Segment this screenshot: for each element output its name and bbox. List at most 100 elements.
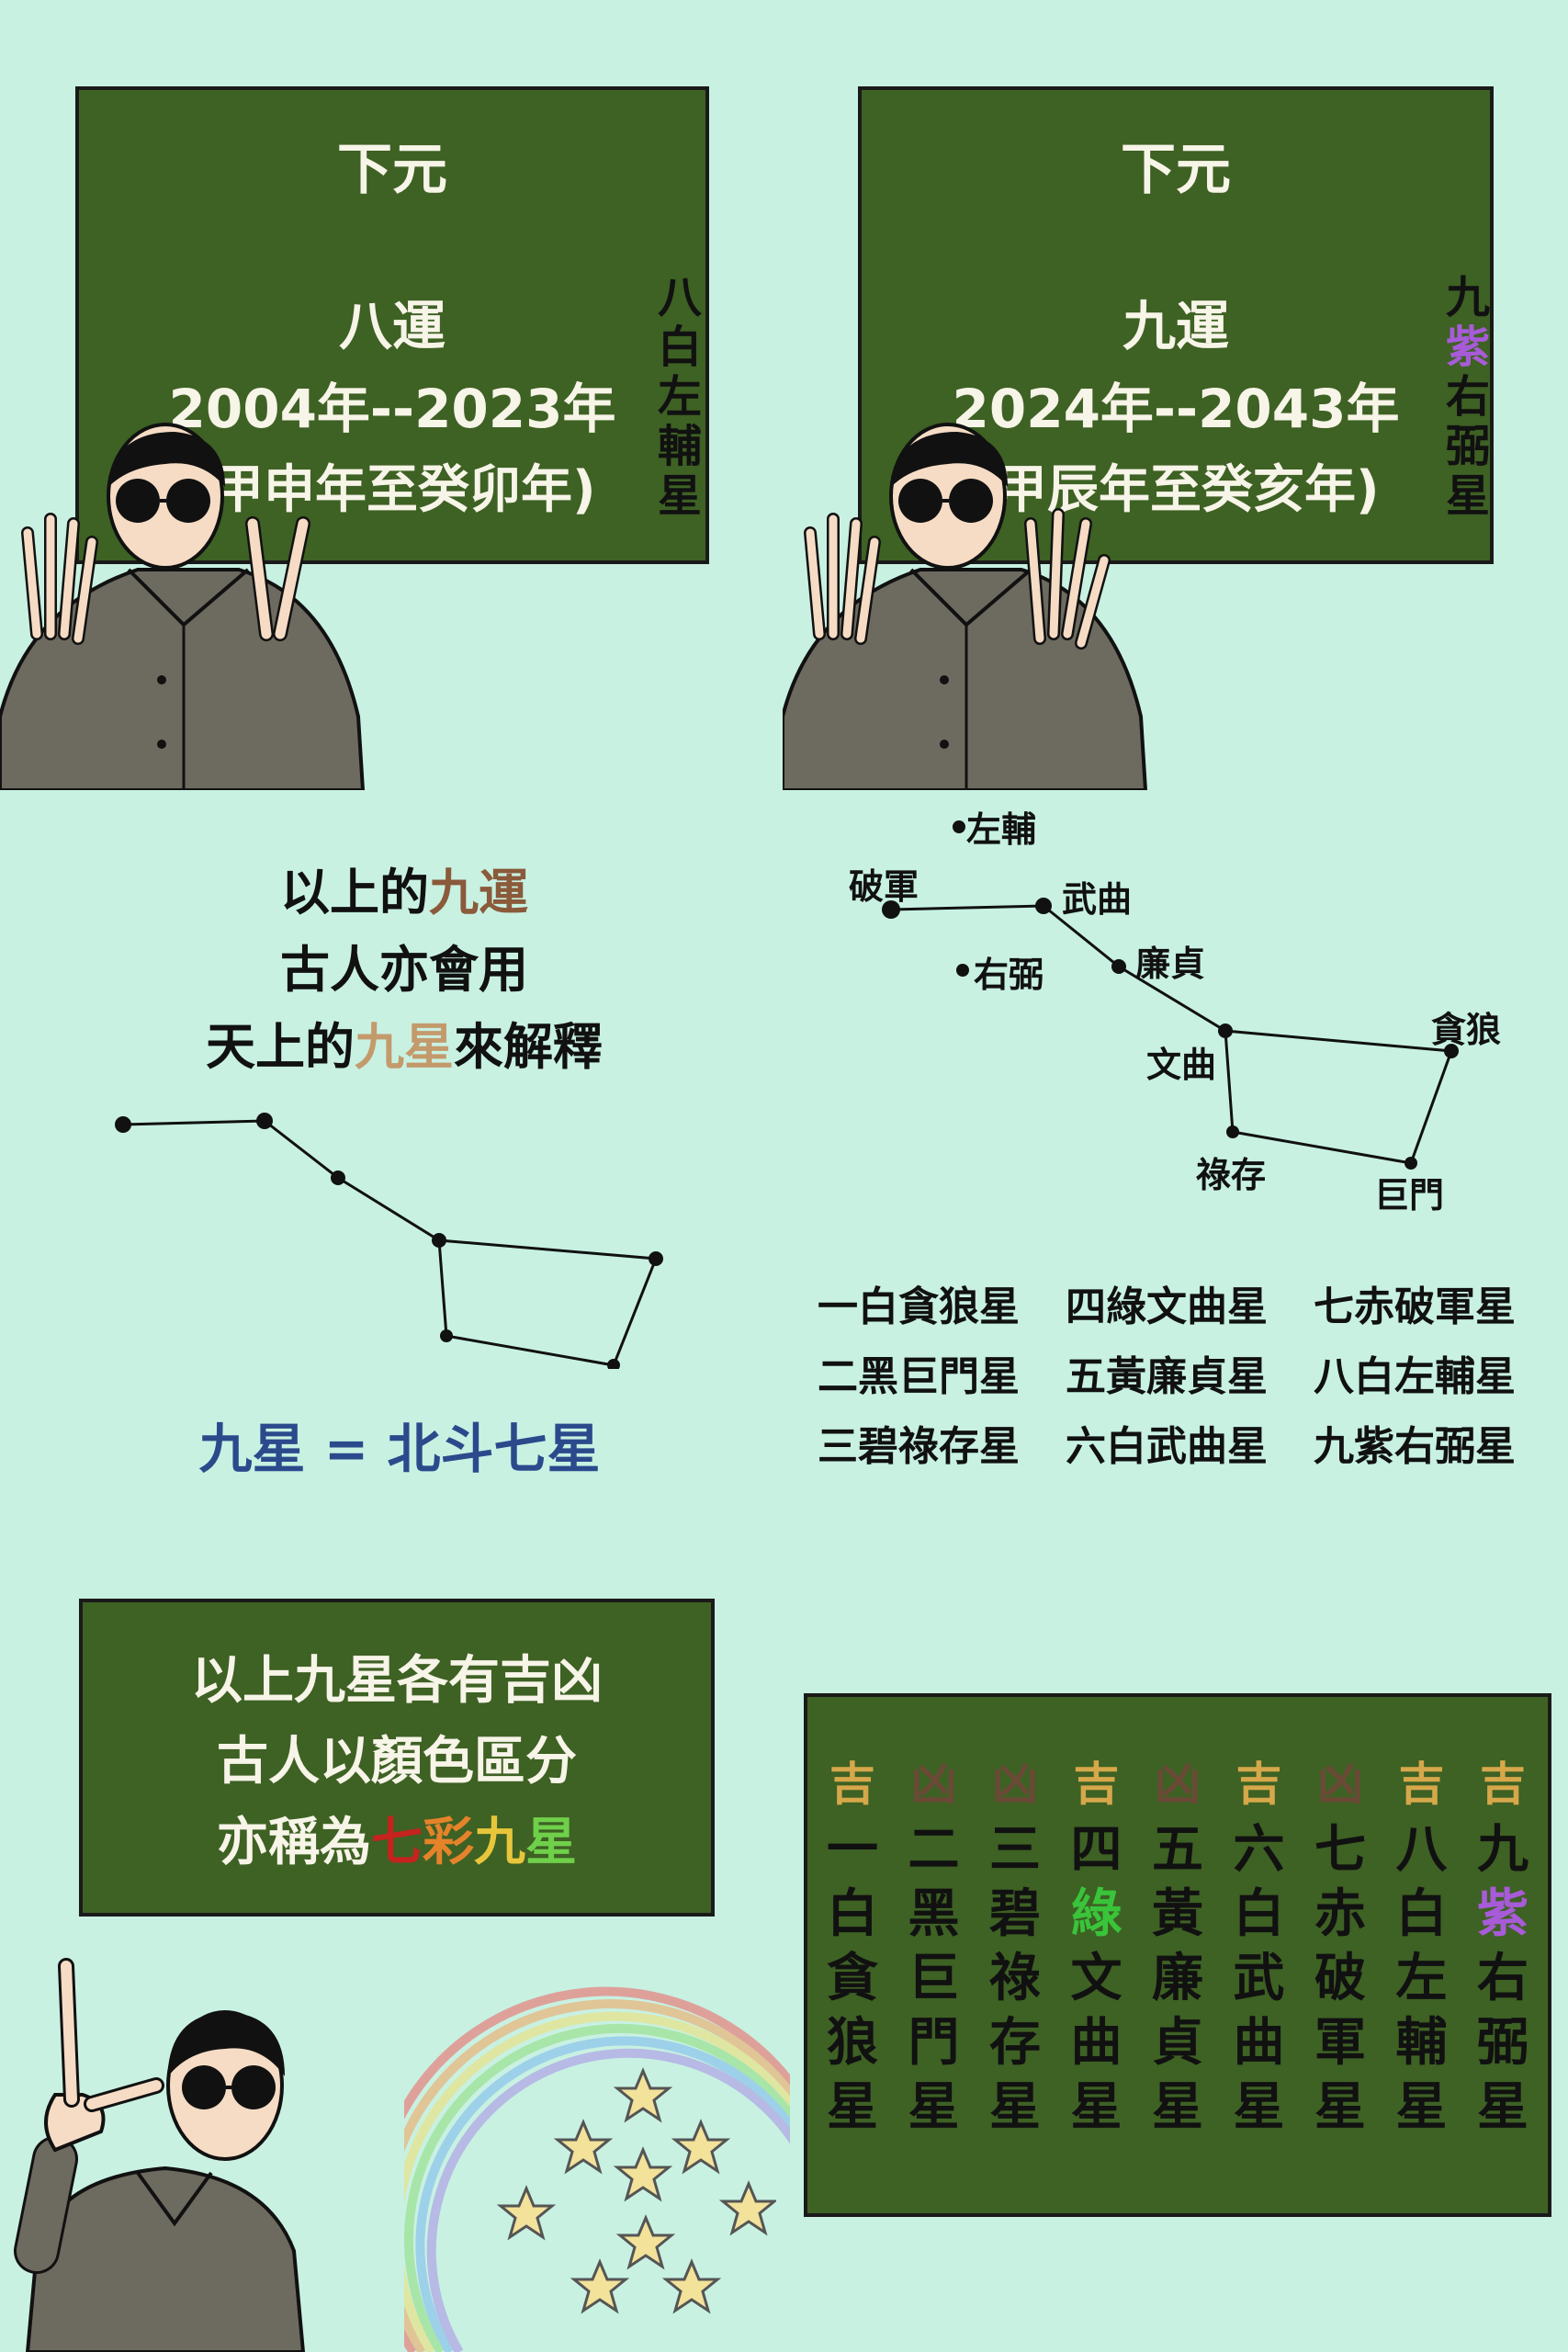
star-dot: [1404, 1157, 1417, 1170]
grid-cell-n3: 星: [1314, 2077, 1366, 2137]
star-icon: [615, 2148, 671, 2200]
label-zuofu: 左輔: [966, 809, 1037, 850]
grid-cell-color: 綠: [1070, 1884, 1122, 1944]
nine-star-color-grid: [804, 1693, 1551, 2217]
grid-column: 吉九紫右弼星: [1471, 1750, 1535, 2140]
board-cycle: 九運: [1122, 295, 1229, 357]
star-name: 五黃廉貞星: [1066, 1353, 1268, 1400]
star-name: 二黑巨門星: [818, 1353, 1020, 1400]
label-lianzhen: 廉貞: [1135, 944, 1206, 984]
grid-cell-color: 黃: [1152, 1884, 1203, 1944]
label-jumen: 巨門: [1374, 1175, 1445, 1216]
star-cluster: [499, 2069, 776, 2312]
star-name: 四綠文曲星: [1066, 1283, 1268, 1330]
rainbow-icon: [404, 1986, 790, 2352]
grid-cell-color: 黑: [908, 1884, 960, 1944]
grid-cell-luck: 吉: [1480, 1758, 1526, 1811]
person-sunglasses-icon: [783, 423, 1148, 790]
star-icon: [721, 2182, 776, 2234]
grid-cell-n1: 祿: [989, 1949, 1041, 2008]
grid-cell-n1: 武: [1233, 1949, 1285, 2008]
board-ganzhi: (甲申年至癸卯年): [188, 460, 596, 520]
side-star-rest: 右弼星: [1438, 373, 1489, 522]
side-star-purple: 紫: [1438, 323, 1489, 373]
grid-cell-num: 四: [1070, 1820, 1122, 1880]
label-lucun: 祿存: [1196, 1155, 1267, 1195]
person-sunglasses-icon: [14, 1958, 306, 2352]
star-dot: [956, 964, 969, 977]
grid-cell-n2: 貞: [1152, 2013, 1203, 2073]
grid-column: 凶五黃廉貞星: [1145, 1750, 1210, 2140]
star-dot: [1226, 1125, 1239, 1138]
star-dot: [649, 1251, 663, 1266]
board-line2: 古人以顏色區分: [217, 1732, 577, 1792]
grid-cell-num: 六: [1233, 1820, 1285, 1880]
star-dot: [1111, 959, 1126, 974]
grid-column: 凶七赤破軍星: [1308, 1750, 1372, 2140]
star-icon: [499, 2187, 554, 2239]
board-title: 下元: [1121, 138, 1231, 202]
star-dot: [115, 1116, 131, 1133]
star-dot: [1218, 1023, 1233, 1038]
grid-cell-num: 一: [827, 1820, 878, 1880]
grid-cell-n3: 星: [827, 2077, 878, 2137]
star-icon: [618, 2216, 673, 2268]
label-tanlang: 貪狼: [1431, 1010, 1502, 1050]
grid-cell-num: 七: [1314, 1820, 1366, 1880]
grid-cell-color: 赤: [1314, 1884, 1366, 1944]
label-wuqu: 武曲: [1062, 879, 1133, 920]
star-name: 八白左輔星: [1314, 1353, 1516, 1400]
grid-cell-n2: 曲: [1233, 2013, 1285, 2073]
star-icon: [673, 2120, 728, 2173]
grid-cell-color: 碧: [989, 1884, 1041, 1944]
grid-cell-luck: 凶: [1317, 1758, 1363, 1811]
grid-column: 吉六白武曲星: [1227, 1750, 1292, 2140]
grid-cell-luck: 吉: [1235, 1758, 1282, 1811]
star-dot: [882, 900, 900, 919]
star-name: 三碧祿存星: [818, 1423, 1020, 1470]
board-title: 下元: [337, 138, 447, 202]
label-youbi: 右弼: [974, 955, 1044, 995]
grid-cell-n3: 星: [1395, 2077, 1448, 2137]
star-dot: [331, 1170, 345, 1185]
grid-cell-n3: 星: [1233, 2077, 1285, 2137]
grid-column: 凶三碧祿存星: [983, 1750, 1047, 2140]
grid-cell-n3: 星: [1152, 2077, 1203, 2137]
grid-column: 吉八白左輔星: [1390, 1750, 1454, 2140]
label-wenqu: 文曲: [1146, 1045, 1217, 1085]
star-dot: [1035, 898, 1052, 914]
grid-cell-luck: 凶: [1155, 1758, 1201, 1811]
grid-cell-n1: 左: [1395, 1949, 1448, 2008]
star-dot: [256, 1113, 273, 1129]
star-dot: [440, 1329, 453, 1342]
caption-line2: 古人亦會用: [280, 941, 528, 999]
grid-cell-num: 九: [1477, 1820, 1529, 1880]
grid-cell-luck: 吉: [829, 1758, 875, 1811]
grid-cell-color: 白: [1233, 1884, 1285, 1944]
grid-column: 吉四綠文曲星: [1065, 1750, 1129, 2140]
grid-cell-n3: 星: [908, 2077, 960, 2137]
grid-cell-n3: 星: [989, 2077, 1041, 2137]
caption-line3: 天上的九星來解釋: [206, 1018, 603, 1076]
grid-cell-n2: 弼: [1477, 2013, 1529, 2073]
grid-cell-n1: 貪: [827, 1949, 878, 2008]
grid-cell-n1: 廉: [1152, 1949, 1203, 2008]
grid-cell-n2: 軍: [1314, 2013, 1366, 2073]
star-name: 一白貪狼星: [818, 1283, 1020, 1330]
grid-cell-luck: 吉: [1073, 1758, 1120, 1811]
star-dot: [607, 1359, 620, 1369]
star-name: 六白武曲星: [1066, 1423, 1268, 1470]
board-cycle: 八運: [338, 295, 446, 357]
chalkboard-seven-colors: 以上九星各有吉凶 古人以顏色區分 亦稱為七彩九星: [79, 1599, 715, 1917]
grid-cell-luck: 凶: [910, 1758, 957, 1811]
star-name: 七赤破軍星: [1314, 1283, 1516, 1330]
grid-cell-n1: 破: [1314, 1949, 1366, 2008]
grid-cell-n2: 狼: [827, 2013, 878, 2073]
board-years: 2024年--2043年: [952, 378, 1400, 440]
grid-cell-num: 二: [908, 1820, 960, 1880]
label-pojun: 破軍: [849, 866, 919, 907]
chalkboard-period-9: 下元 九運 2024年--2043年 (甲辰年至癸亥年): [858, 86, 1494, 564]
grid-cell-color: 白: [1395, 1884, 1448, 1944]
grid-cell-n3: 星: [1477, 2077, 1529, 2137]
board-ganzhi: (甲辰年至癸亥年): [972, 460, 1380, 520]
